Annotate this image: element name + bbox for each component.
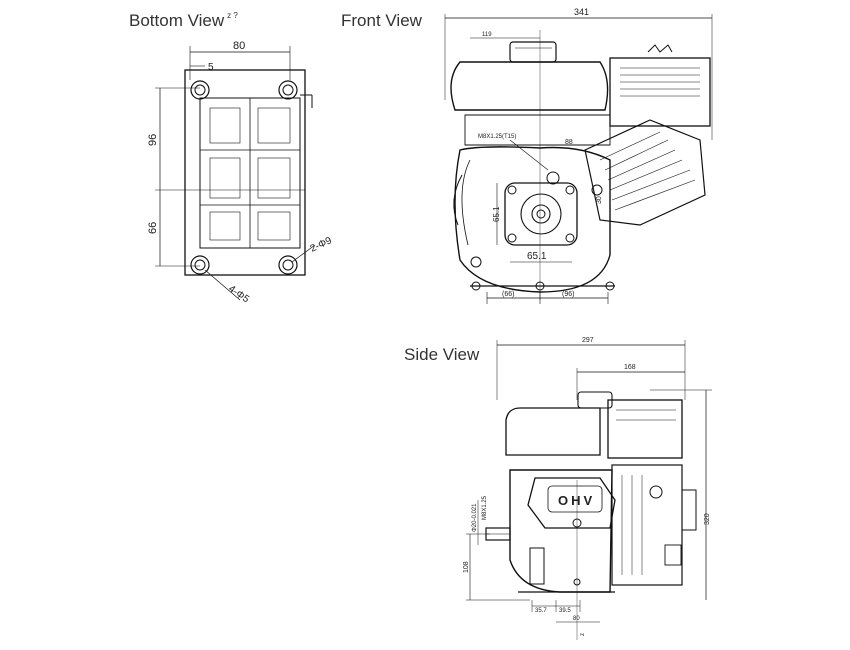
dim-80: 80 (233, 40, 245, 52)
dim-88: 88 (565, 139, 573, 146)
dim-341: 341 (574, 7, 589, 17)
dim-39-5: 39.5 (559, 608, 571, 614)
label-m8-thread: M8X1.25(T15) (478, 134, 516, 140)
label-4-phi5: 4-Φ5 (226, 283, 251, 305)
dim-320: 320 (704, 513, 711, 525)
bottom-glyph: z (580, 633, 586, 636)
side-view-drawing: 297 168 320 OHV Φ20-0.021 (463, 337, 712, 640)
label-2-phi9: 2-Φ9 (309, 235, 334, 255)
dim-108: 108 (463, 561, 470, 573)
dim-96: 96 (147, 134, 159, 146)
dim-168: 168 (624, 364, 636, 371)
dim-297: 297 (582, 337, 594, 344)
bottom-view-drawing: 80 5 96 66 2-Φ9 (147, 40, 334, 306)
dim-96-base: (96) (562, 291, 574, 298)
dim-65-1-v: 65.1 (492, 206, 501, 222)
dim-30: 30 (596, 196, 603, 204)
dim-66: 66 (147, 222, 159, 234)
dim-5: 5 (208, 62, 214, 73)
dim-65-1-h: 65.1 (527, 251, 547, 262)
label-phi20: Φ20-0.021 (472, 503, 478, 532)
front-view-drawing: 341 119 (444, 7, 713, 304)
bottom-view-label: Bottom View (129, 11, 225, 30)
dim-119: 119 (482, 32, 492, 38)
dim-66-base: (66) (502, 291, 514, 298)
side-view-title: Side View (404, 345, 480, 364)
dim-80-side: 80 (573, 616, 580, 622)
front-view-title: Front View (341, 11, 422, 30)
label-m8-side: M8X1.25 (482, 495, 488, 520)
title-glyph: z ? (227, 11, 238, 20)
dim-35-7: 35.7 (535, 608, 547, 614)
ohv-label: OHV (558, 493, 595, 508)
